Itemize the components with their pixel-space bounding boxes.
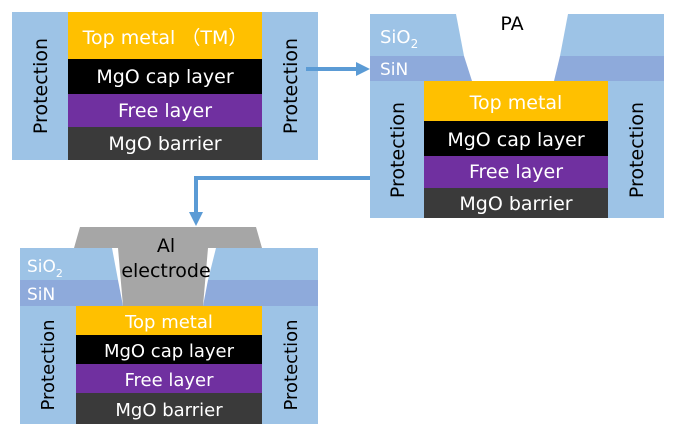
stage3-al-label-line2: electrode bbox=[121, 260, 210, 282]
stage1-protection-right bbox=[262, 12, 318, 160]
stage1-top-metal-label: Top metal （TM） bbox=[82, 27, 248, 49]
stage2-protection-right-label: Protection bbox=[626, 102, 648, 198]
stage1-protection-right-label: Protection bbox=[280, 38, 302, 134]
stage2-sin-right bbox=[554, 56, 664, 81]
stage2-top-metal bbox=[424, 81, 608, 121]
stage2-free-layer bbox=[424, 156, 608, 188]
stage1-mgo-cap bbox=[68, 59, 262, 94]
stage2-sio2-label: SiO2 bbox=[380, 27, 418, 51]
stage1-top-metal bbox=[68, 12, 262, 59]
stage3-al-label-line1: Al bbox=[157, 235, 175, 257]
stage3-sio2-left bbox=[20, 248, 118, 280]
stage2-pa-label: PA bbox=[500, 13, 523, 35]
stage3-mgo-cap bbox=[76, 335, 262, 364]
stage3-mgo-barrier-label: MgO barrier bbox=[115, 400, 223, 421]
stage2-free-layer-label: Free layer bbox=[469, 161, 563, 183]
arrow-stage1-to-stage2 bbox=[306, 62, 370, 76]
stage1-protection-left-label: Protection bbox=[30, 38, 52, 134]
stage3-al-electrode bbox=[74, 227, 262, 306]
stage1-mgo-cap-label: MgO cap layer bbox=[96, 66, 233, 88]
stage1-free-layer bbox=[68, 94, 262, 127]
stage3-free-layer-label: Free layer bbox=[124, 370, 214, 391]
stage-2-stack: Top metal MgO cap layer Free layer MgO b… bbox=[370, 13, 664, 218]
stage2-protection-left bbox=[370, 81, 424, 218]
stage3-mgo-barrier bbox=[76, 393, 262, 424]
arrow-stage2-to-stage3 bbox=[189, 176, 370, 226]
stage3-sin-left bbox=[20, 280, 123, 306]
stage3-protection-right-label: Protection bbox=[281, 319, 302, 410]
stage-1-stack: Top metal （TM） MgO cap layer Free layer … bbox=[12, 12, 318, 160]
stage1-mgo-barrier bbox=[68, 127, 262, 160]
stage2-sio2-left bbox=[370, 14, 464, 56]
stage2-mgo-cap bbox=[424, 121, 608, 156]
stage3-sin-label: SiN bbox=[27, 285, 55, 305]
stage3-sio2-right bbox=[208, 248, 318, 280]
stage3-top-metal-label: Top metal bbox=[124, 312, 213, 333]
stage2-mgo-barrier bbox=[424, 188, 608, 218]
stage1-free-layer-label: Free layer bbox=[118, 100, 212, 122]
stage3-protection-left bbox=[20, 306, 76, 424]
stage2-top-metal-label: Top metal bbox=[469, 92, 563, 114]
stage3-sio2-label: SiO2 bbox=[27, 257, 63, 280]
stage1-protection-left bbox=[12, 12, 68, 160]
stage2-mgo-cap-label: MgO cap layer bbox=[447, 129, 584, 151]
stage2-sio2-right bbox=[560, 14, 664, 56]
stage2-sin-left bbox=[370, 56, 472, 81]
stage3-sin-right bbox=[203, 280, 318, 306]
stage2-protection-left-label: Protection bbox=[387, 102, 409, 198]
stage3-free-layer bbox=[76, 364, 262, 393]
stage-3-stack: Top metal MgO cap layer Free layer MgO b… bbox=[20, 227, 318, 424]
stage2-protection-right bbox=[608, 81, 664, 218]
stage2-sin-label: SiN bbox=[380, 60, 408, 80]
stage2-mgo-barrier-label: MgO barrier bbox=[459, 193, 572, 215]
stage3-top-metal bbox=[76, 306, 262, 335]
stage3-mgo-cap-label: MgO cap layer bbox=[104, 341, 235, 362]
stage1-mgo-barrier-label: MgO barrier bbox=[108, 133, 221, 155]
stage3-protection-right bbox=[262, 306, 318, 424]
stage3-protection-left-label: Protection bbox=[38, 319, 59, 410]
